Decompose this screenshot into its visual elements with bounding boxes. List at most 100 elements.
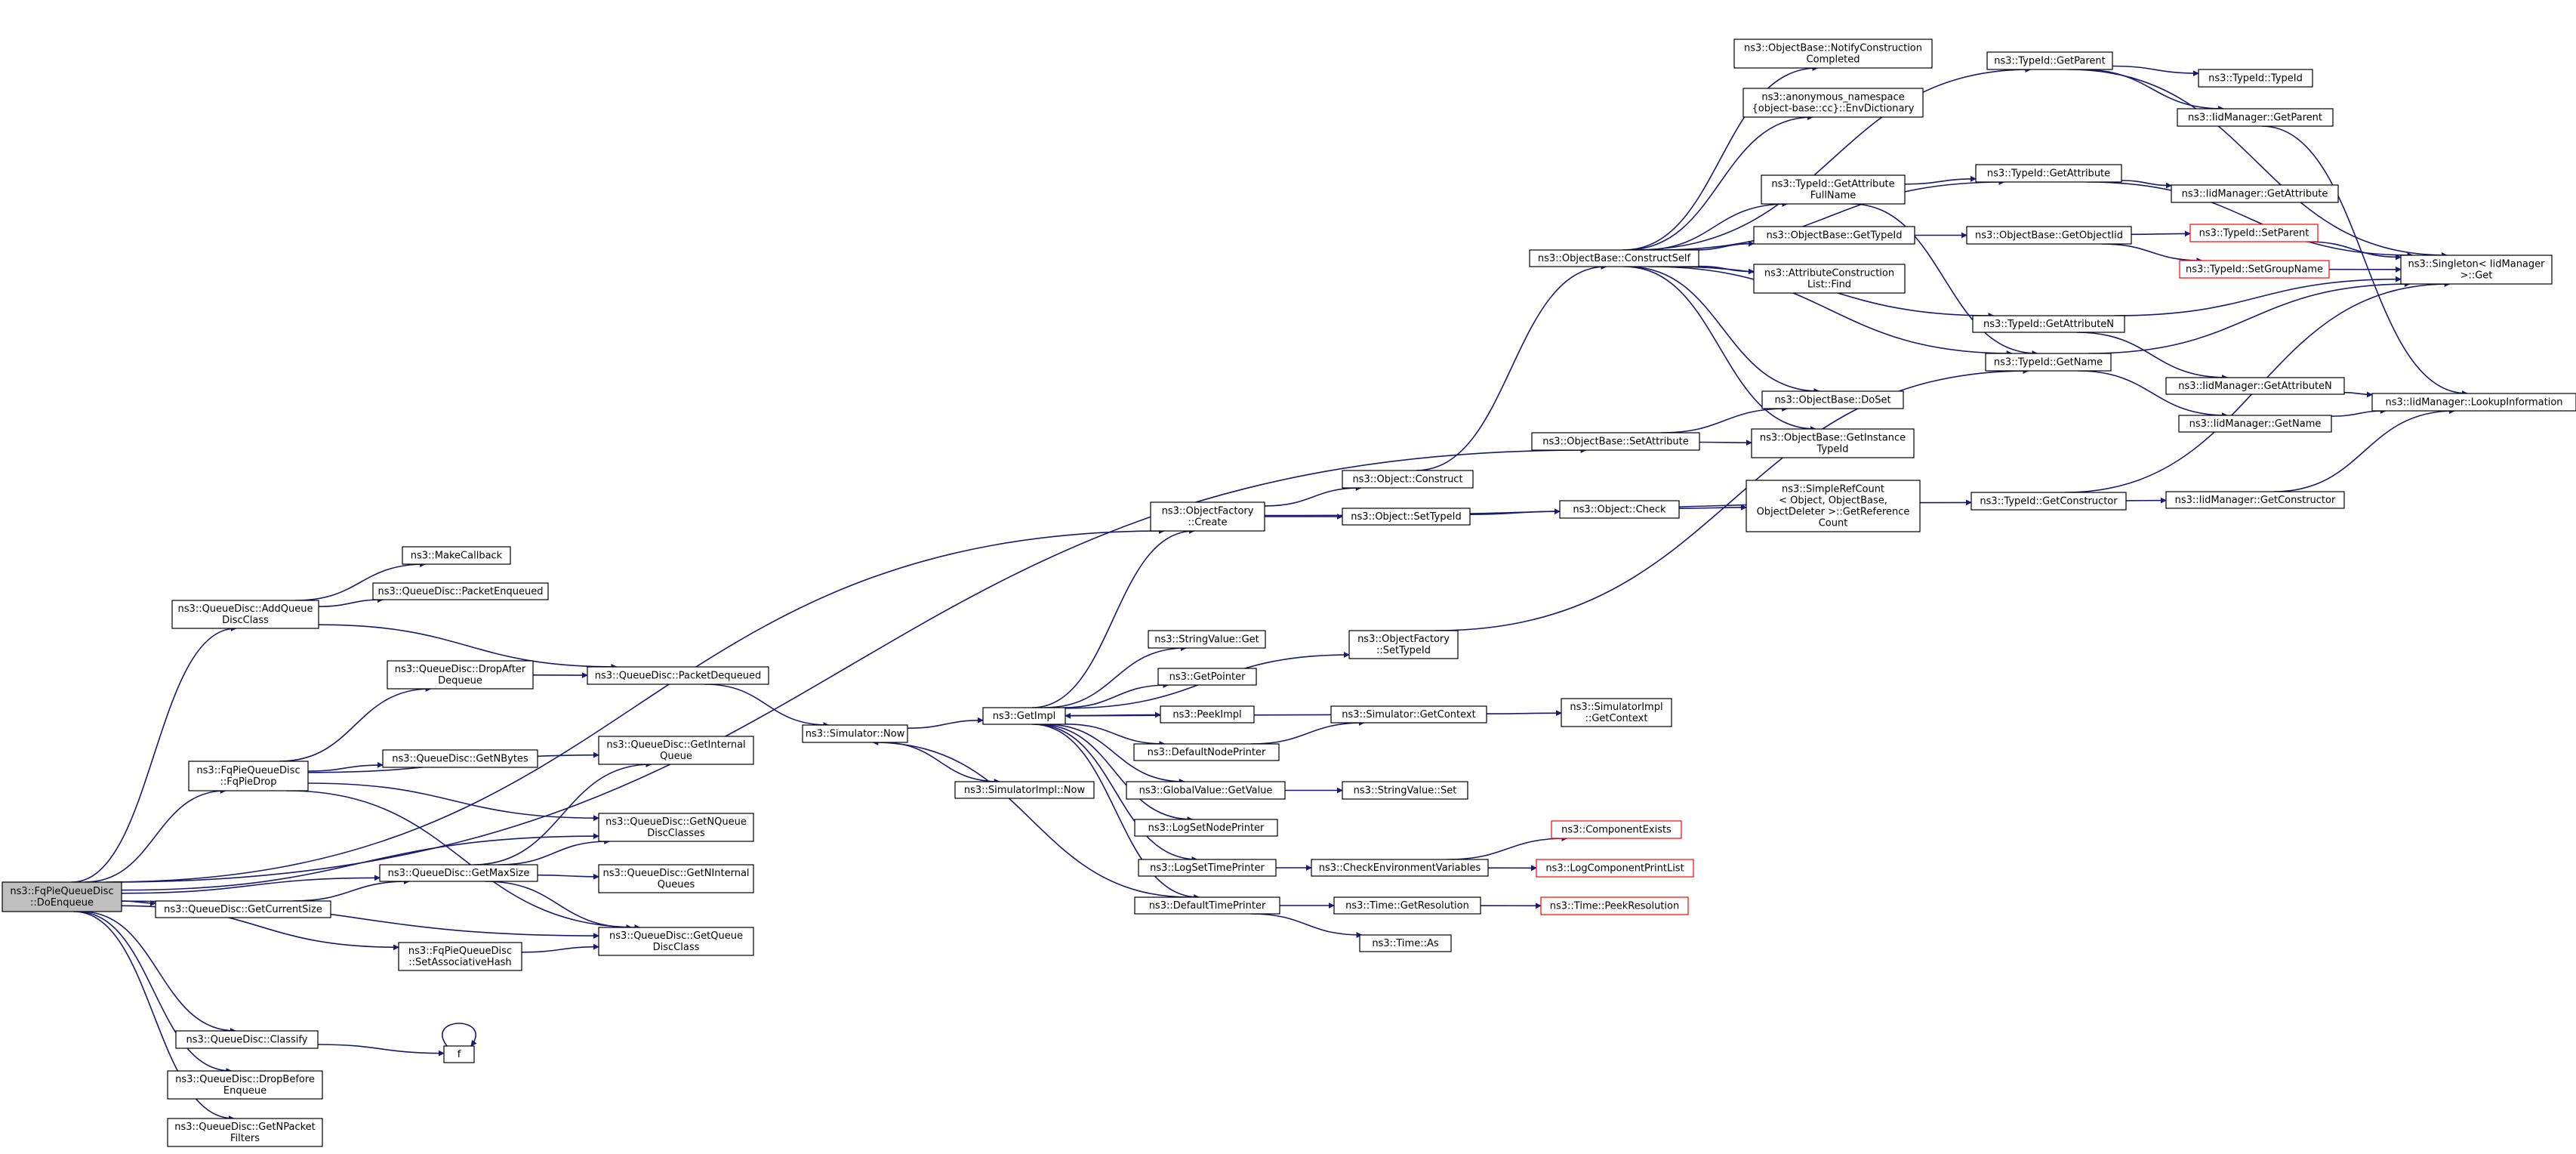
edge-simulatorNow-to-getImpl <box>907 717 984 729</box>
node-iidGetAttributeN[interactable]: ns3::IidManager::GetAttributeN <box>2165 377 2345 395</box>
node-typeIdSetParent[interactable]: ns3::TypeId::SetParent <box>2189 224 2319 242</box>
node-checkEnvVars[interactable]: ns3::CheckEnvironmentVariables <box>1311 859 1489 877</box>
node-componentExists[interactable]: ns3::ComponentExists <box>1551 820 1682 839</box>
node-box <box>1561 698 1672 727</box>
node-typeIdGetParent[interactable]: ns3::TypeId::GetParent <box>1986 51 2113 70</box>
edge-getCurrentSize-to-getMaxSize <box>292 878 410 902</box>
node-box <box>1966 226 2132 245</box>
node-iidGetParent[interactable]: ns3::IidManager::GetParent <box>2177 108 2334 127</box>
node-globalValueGetValue[interactable]: ns3::GlobalValue::GetValue <box>1126 781 1286 800</box>
node-iidGetAttribute[interactable]: ns3::IidManager::GetAttribute <box>2171 184 2339 203</box>
node-typeIdGetConstructor[interactable]: ns3::TypeId::GetConstructor <box>1971 492 2127 511</box>
node-objectFactoryCreate[interactable]: ns3::ObjectFactory::Create <box>1150 501 1265 532</box>
node-box <box>1761 174 1906 205</box>
node-simulatorImplGetContext[interactable]: ns3::SimulatorImpl::GetContext <box>1561 698 1672 727</box>
node-objectConstruct[interactable]: ns3::Object::Construct <box>1342 470 1474 489</box>
node-label: Queue <box>660 751 692 762</box>
node-root[interactable]: ns3::FqPieQueueDisc::DoEnqueue <box>2 881 122 912</box>
edge-checkEnvVars-to-componentExists <box>1447 835 1568 860</box>
node-layer: ns3::FqPieQueueDisc::DoEnqueuens3::Queue… <box>2 39 2576 1147</box>
node-typeIdTypeId[interactable]: ns3::TypeId::TypeId <box>2198 69 2313 88</box>
node-peekImpl[interactable]: ns3::PeekImpl <box>1160 705 1255 724</box>
node-box <box>1985 353 2112 372</box>
node-iidGetName[interactable]: ns3::IidManager::GetName <box>2178 415 2332 433</box>
node-setAssocHash[interactable]: ns3::FqPieQueueDisc::SetAssociativeHash <box>398 942 522 971</box>
node-objectBaseConstructSelf[interactable]: ns3::ObjectBase::ConstructSelf <box>1529 249 1699 267</box>
node-getMaxSize[interactable]: ns3::QueueDisc::GetMaxSize <box>379 864 538 882</box>
node-notifyConstructionCompleted[interactable]: ns3::ObjectBase::NotifyConstructionCompl… <box>1733 39 1933 69</box>
node-getImpl[interactable]: ns3::GetImpl <box>982 707 1066 725</box>
node-logComponentPrintList[interactable]: ns3::LogComponentPrintList <box>1536 859 1694 878</box>
node-stringValueSet[interactable]: ns3::StringValue::Set <box>1342 781 1468 800</box>
edge-objectBaseGetObjectIid-to-typeIdSetParent <box>2131 230 2191 237</box>
edge-objectBaseConstructSelf-to-typeIdGetName <box>1648 266 2013 356</box>
node-makeCallback[interactable]: ns3::MakeCallback <box>402 546 511 565</box>
node-objectBaseGetObjectIid[interactable]: ns3::ObjectBase::GetObjectIid <box>1966 226 2132 245</box>
node-label: ns3::ObjectBase::GetObjectIid <box>1975 230 2123 242</box>
node-defaultNodePrinter[interactable]: ns3::DefaultNodePrinter <box>1133 743 1280 761</box>
node-box <box>382 749 538 768</box>
node-box <box>379 864 538 882</box>
node-packetDequeued[interactable]: ns3::QueueDisc::PacketDequeued <box>587 666 769 685</box>
node-timeAs[interactable]: ns3::Time::As <box>1359 934 1452 952</box>
node-label: ns3::IidManager::LookupInformation <box>2385 397 2562 409</box>
edge-iidGetAttributeN-to-iidLookupInformation <box>2343 391 2373 398</box>
node-simulatorGetContext[interactable]: ns3::Simulator::GetContext <box>1330 705 1487 724</box>
node-label: ns3::QueueDisc::GetInternal <box>606 739 745 751</box>
node-defaultTimePrinter[interactable]: ns3::DefaultTimePrinter <box>1134 896 1280 915</box>
node-objectBaseSetAttribute[interactable]: ns3::ObjectBase::SetAttribute <box>1531 432 1700 451</box>
node-objectSetTypeId[interactable]: ns3::Object::SetTypeId <box>1342 508 1471 526</box>
node-box <box>167 1070 323 1100</box>
node-box <box>1138 859 1277 877</box>
node-typeIdGetName[interactable]: ns3::TypeId::GetName <box>1985 353 2112 372</box>
node-objectCheck[interactable]: ns3::Object::Check <box>1559 500 1680 519</box>
node-label: ns3::ObjectFactory <box>1357 634 1450 645</box>
node-simulatorNow[interactable]: ns3::Simulator::Now <box>802 724 908 743</box>
node-objectBaseDoSet[interactable]: ns3::ObjectBase::DoSet <box>1761 390 1904 409</box>
node-f[interactable]: f <box>443 1045 475 1063</box>
node-iidGetConstructor[interactable]: ns3::IidManager::GetConstructor <box>2165 491 2345 509</box>
node-timeGetResolution[interactable]: ns3::Time::GetResolution <box>1333 896 1481 915</box>
node-logSetTimePrinter[interactable]: ns3::LogSetTimePrinter <box>1138 859 1277 877</box>
edge-root-to-dropBeforeEnqueue <box>75 911 233 1074</box>
node-label: ns3::TypeId::TypeId <box>2208 73 2303 85</box>
edge-getAttributeFullName-to-typeIdGetName <box>1850 203 2038 356</box>
node-getCurrentSize[interactable]: ns3::QueueDisc::GetCurrentSize <box>155 900 331 918</box>
node-objectFactorySetTypeId[interactable]: ns3::ObjectFactory::SetTypeId <box>1348 630 1459 659</box>
node-typeIdGetAttributeN[interactable]: ns3::TypeId::GetAttributeN <box>1972 315 2125 333</box>
node-singletonGet[interactable]: ns3::Singleton< IidManager >::Get <box>2400 255 2553 285</box>
node-logSetNodePrinter[interactable]: ns3::LogSetNodePrinter <box>1134 819 1278 837</box>
node-iidLookupInformation[interactable]: ns3::IidManager::LookupInformation <box>2371 393 2576 412</box>
edge-classify-to-f <box>317 1044 445 1057</box>
node-label: ns3::GetPointer <box>1169 671 1246 683</box>
node-label: ns3::QueueDisc::GetNBytes <box>392 754 528 765</box>
node-packetEnqueued[interactable]: ns3::QueueDisc::PacketEnqueued <box>372 582 549 600</box>
node-simulatorImplNow[interactable]: ns3::SimulatorImpl::Now <box>954 781 1095 799</box>
node-fqPieDrop[interactable]: ns3::FqPieQueueDisc::FqPieDrop <box>188 761 309 791</box>
node-typeIdGetAttribute[interactable]: ns3::TypeId::GetAttribute <box>1975 164 2122 183</box>
node-timePeekResolution[interactable]: ns3::Time::PeekResolution <box>1540 896 1689 915</box>
node-box <box>1753 226 1915 245</box>
node-getPointer[interactable]: ns3::GetPointer <box>1157 668 1257 686</box>
node-label: ns3::ObjectBase::NotifyConstruction <box>1744 43 1922 54</box>
node-simpleRefCount[interactable]: ns3::SimpleRefCount< Object, ObjectBase,… <box>1746 480 1921 532</box>
node-envDictionary[interactable]: ns3::anonymous_namespace{object-base::cc… <box>1742 88 1924 118</box>
node-typeIdSetGroupName[interactable]: ns3::TypeId::SetGroupName <box>2179 260 2330 279</box>
node-getNBytes[interactable]: ns3::QueueDisc::GetNBytes <box>382 749 538 768</box>
node-objectBaseGetTypeId[interactable]: ns3::ObjectBase::GetTypeId <box>1753 226 1915 245</box>
node-stringValueGet[interactable]: ns3::StringValue::Get <box>1148 630 1266 649</box>
edge-fqPieDrop-to-dropAfterDequeue <box>279 686 432 762</box>
node-label: Enqueue <box>223 1085 267 1097</box>
node-classify[interactable]: ns3::QueueDisc::Classify <box>175 1030 319 1049</box>
